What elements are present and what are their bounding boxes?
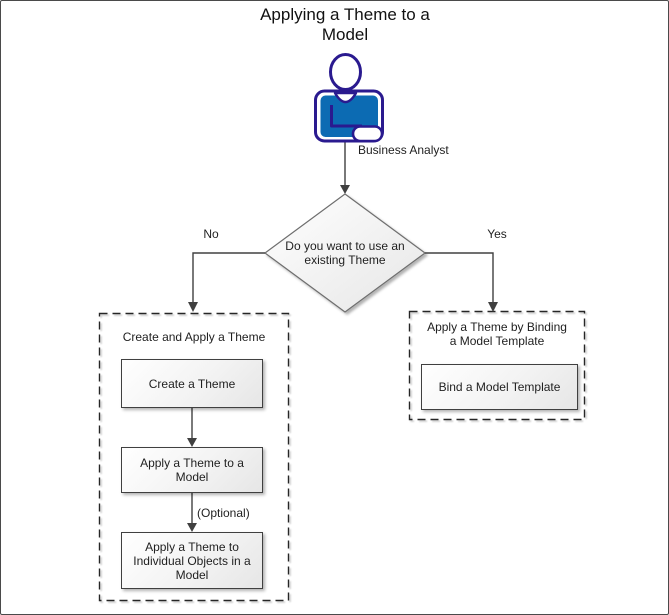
- optional-label: (Optional): [197, 506, 250, 520]
- page-title: Applying a Theme to a Model: [260, 5, 430, 44]
- connector-yes-arrowhead-icon: [488, 302, 498, 312]
- left-group-heading: Create and Apply a Theme: [122, 330, 266, 344]
- right-group-container: [408, 310, 586, 421]
- right-group-heading: Apply a Theme by Binding a Model Templat…: [427, 320, 567, 348]
- connector-create-arrowhead-icon: [187, 438, 197, 447]
- actor-label: Business Analyst: [358, 143, 449, 157]
- decision-text: Do you want to use an existing Theme: [285, 239, 405, 267]
- connector-no-branch: [192, 252, 265, 303]
- connector-yes-branch: [425, 252, 494, 303]
- step-apply-theme-individual-objects[interactable]: Apply a Theme to Individual Objects in a…: [121, 532, 263, 589]
- left-group-container: [98, 312, 290, 602]
- connector-no-arrowhead-icon: [188, 302, 198, 312]
- connector-actor-arrowhead-icon: [340, 185, 350, 194]
- step-create-a-theme[interactable]: Create a Theme: [121, 359, 263, 408]
- business-analyst-icon: [314, 53, 384, 143]
- decision-diamond: [263, 193, 427, 313]
- branch-label-no: No: [203, 227, 219, 241]
- step-apply-theme-to-model[interactable]: Apply a Theme to a Model: [121, 447, 263, 493]
- connector-optional-arrowhead-icon: [187, 523, 197, 532]
- step-bind-model-template[interactable]: Bind a Model Template: [421, 364, 578, 410]
- branch-label-yes: Yes: [487, 227, 507, 241]
